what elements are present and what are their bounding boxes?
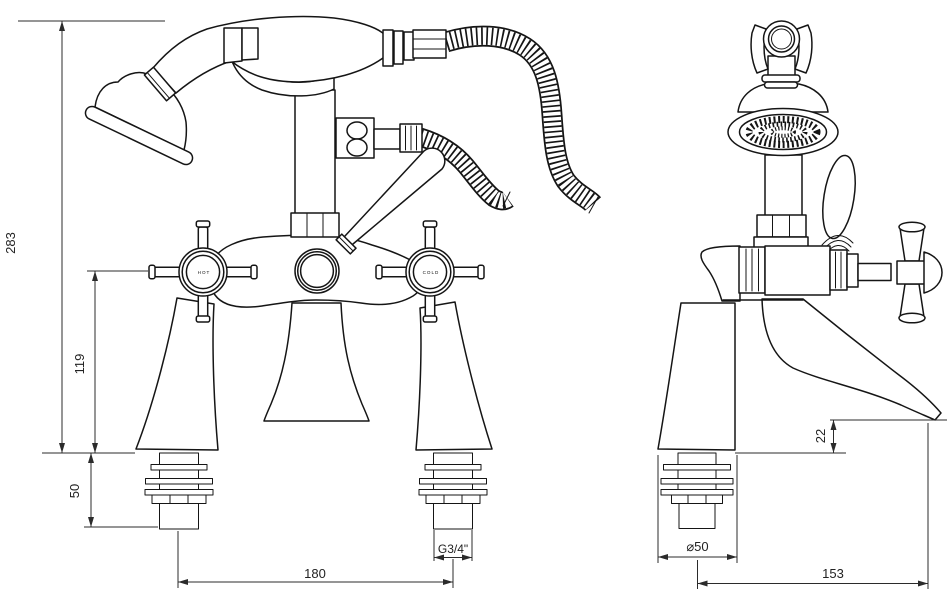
side-spout-root xyxy=(700,245,741,302)
side-view xyxy=(657,20,943,529)
dimension-inlet-centres: 180 xyxy=(177,531,454,588)
dim-22: 22 xyxy=(813,429,828,443)
diverter-lever xyxy=(335,147,446,255)
dim-153: 153 xyxy=(822,566,844,581)
dim-119: 119 xyxy=(72,354,87,375)
front-legs xyxy=(135,297,493,451)
shower-hose-short xyxy=(417,127,514,211)
front-left-leg xyxy=(135,297,219,451)
handset-face-plate xyxy=(84,105,194,166)
hot-handle: HOT xyxy=(148,220,258,323)
dimension-inlet-thread: G3/4" xyxy=(433,530,473,561)
dimension-base-diameter: ⌀50 xyxy=(657,455,738,563)
dim-thread: G3/4" xyxy=(438,542,468,556)
front-riser-column xyxy=(290,89,340,238)
side-inlet-tail xyxy=(660,452,734,529)
dim-180: 180 xyxy=(304,566,326,581)
side-valve-body xyxy=(738,245,892,296)
handset-collar xyxy=(143,66,177,102)
side-leg xyxy=(657,302,736,451)
dim-base-diameter: ⌀50 xyxy=(686,539,708,554)
dimension-spout-reach: 153 xyxy=(697,423,929,589)
dimension-handle-height: 119 xyxy=(72,270,148,453)
dimensions: 283 119 50 180 G3/4" xyxy=(3,20,947,589)
side-diverter-lever xyxy=(821,154,856,254)
side-column xyxy=(764,154,803,218)
front-spout xyxy=(263,302,370,422)
front-right-leg xyxy=(415,301,493,451)
side-shower-head xyxy=(727,20,839,157)
side-spout xyxy=(761,298,942,421)
hot-label: HOT xyxy=(198,270,211,275)
cold-handle: COLD xyxy=(375,220,485,323)
side-bell xyxy=(737,83,829,113)
front-view: HOT COLD xyxy=(84,15,602,530)
cradle-hook-bands xyxy=(223,27,259,64)
hose-outlet xyxy=(335,117,423,159)
hose-nut-handset xyxy=(382,29,447,67)
dimension-spout-clearance: 22 xyxy=(735,419,947,454)
side-cross-handle xyxy=(896,221,943,324)
dim-283: 283 xyxy=(3,232,18,254)
dim-50: 50 xyxy=(67,484,82,498)
cold-label: COLD xyxy=(423,270,440,275)
front-left-inlet-tail xyxy=(144,452,214,530)
shower-hose-long xyxy=(442,25,602,214)
side-hex-collar xyxy=(753,214,809,250)
dimension-below-deck: 50 xyxy=(67,453,158,528)
front-right-inlet-tail xyxy=(418,452,488,530)
diverter-knob xyxy=(294,248,340,294)
